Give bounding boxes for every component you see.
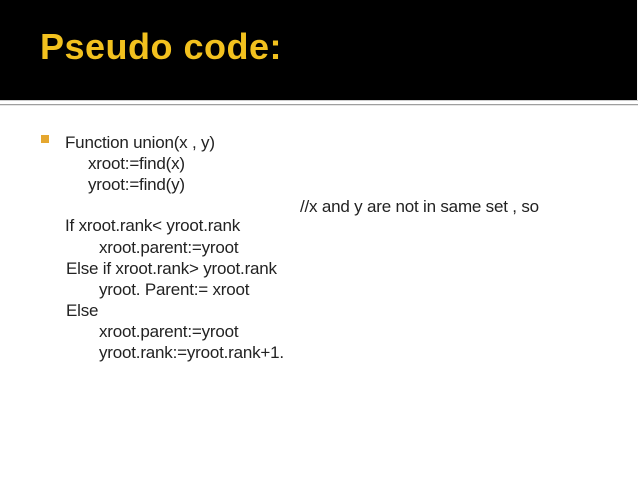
code-line: //x and y are not in same set , so <box>300 197 539 216</box>
code-line: yroot.rank:=yroot.rank+1. <box>99 343 284 362</box>
code-line: xroot.parent:=yroot <box>99 238 239 257</box>
title-bar: Pseudo code: <box>0 0 638 100</box>
code-line: yroot:=find(y) <box>88 175 185 194</box>
header-divider-line <box>0 104 638 106</box>
code-line: Function union(x , y) <box>65 133 215 152</box>
code-line: xroot.parent:=yroot <box>99 322 239 341</box>
code-line: If xroot.rank< yroot.rank <box>65 216 240 235</box>
bullet-square-icon <box>41 135 49 143</box>
code-line: yroot. Parent:= xroot <box>99 280 250 299</box>
header-edge-line <box>0 100 638 101</box>
code-line: xroot:=find(x) <box>88 154 185 173</box>
page-title: Pseudo code: <box>40 26 283 67</box>
code-line: Else if xroot.rank> yroot.rank <box>66 259 277 278</box>
code-line: Else <box>66 301 99 320</box>
